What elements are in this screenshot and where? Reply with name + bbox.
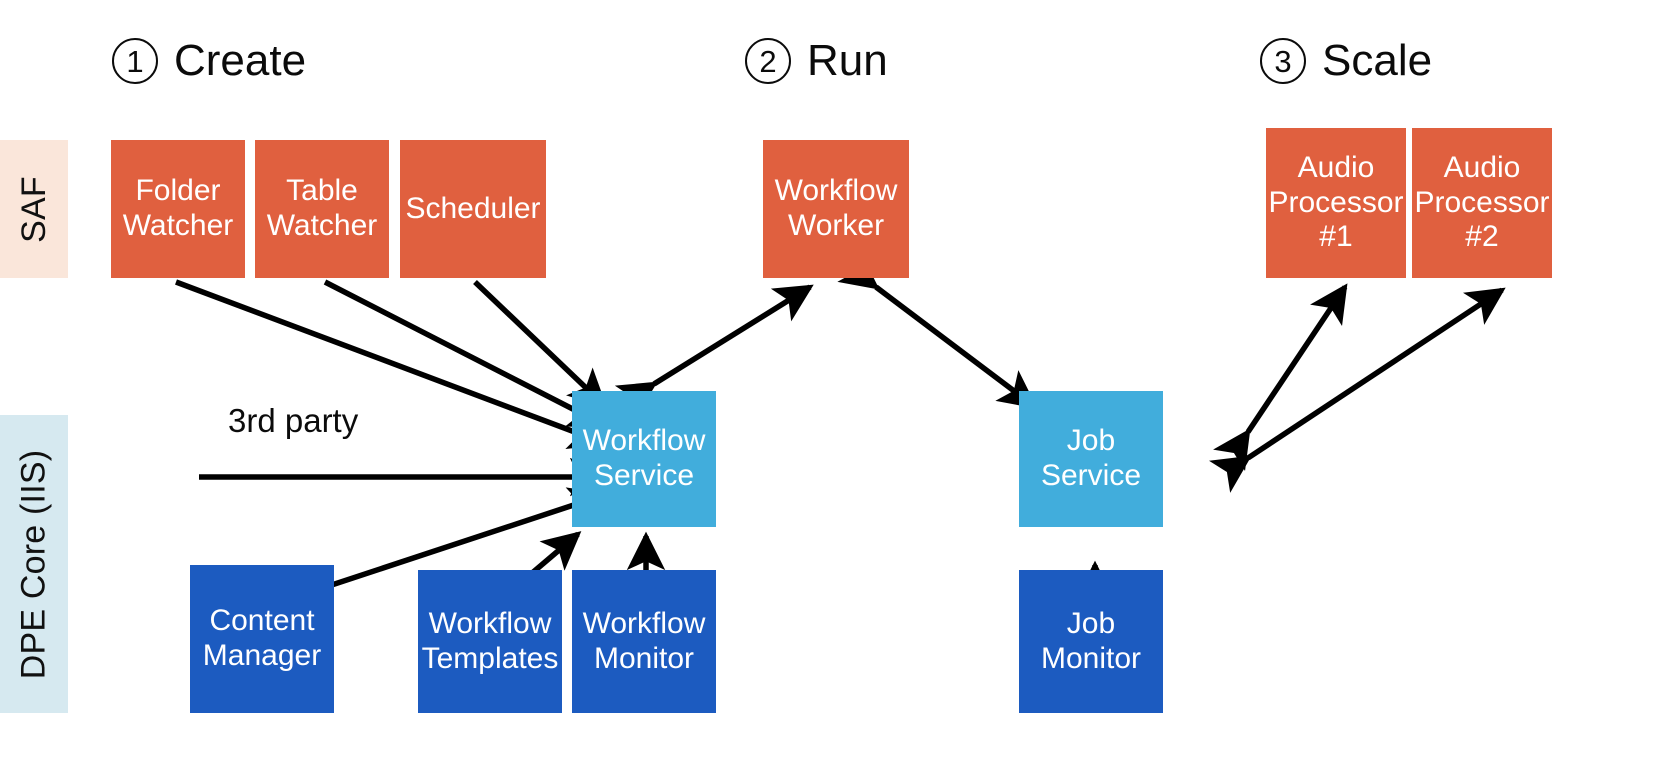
node-workflow-worker[interactable]: Workflow Worker <box>763 140 909 278</box>
stage-header-create: 1 Create <box>112 38 306 84</box>
node-job-monitor[interactable]: Job Monitor <box>1019 570 1163 713</box>
node-job-monitor-line2: Monitor <box>1040 641 1142 675</box>
swimlane-dpe-core: DPE Core (IIS) <box>0 415 68 713</box>
node-scheduler-line1: Scheduler <box>405 191 541 225</box>
arrow-scheduler-to-workflow-service <box>473 280 608 409</box>
node-scheduler[interactable]: Scheduler <box>400 140 546 278</box>
node-audio-processor-1-line3: #1 <box>1319 220 1353 254</box>
stage-header-run: 2 Run <box>745 38 888 84</box>
node-workflow-service-line2: Service <box>593 459 695 492</box>
stage-number-2: 2 <box>745 38 791 84</box>
arrow-job-service-to-audio-processor-2 <box>1208 287 1506 493</box>
node-audio-processor-2-line3: #2 <box>1465 220 1499 254</box>
node-workflow-service-line1: Workflow <box>582 424 706 458</box>
node-workflow-monitor-line2: Monitor <box>593 641 695 675</box>
node-content-manager-line1: Content <box>209 604 315 638</box>
node-folder-watcher-line1: Folder <box>135 174 221 208</box>
arrow-job-service-to-audio-processor-1 <box>1213 283 1348 472</box>
stage-label-create: Create <box>174 36 307 85</box>
arrow-table-watcher-to-workflow-service <box>323 279 608 428</box>
node-folder-watcher[interactable]: Folder Watcher <box>111 140 245 278</box>
node-workflow-monitor-line1: Workflow <box>582 606 706 640</box>
swimlane-saf: SAF <box>0 140 68 278</box>
node-content-manager[interactable]: Content Manager <box>190 565 334 713</box>
stage-label-run: Run <box>807 36 888 85</box>
third-party-label: 3rd party <box>228 402 359 439</box>
swimlane-dpe-core-label: DPE Core (IIS) <box>14 449 53 679</box>
node-workflow-templates-line1: Workflow <box>428 606 552 640</box>
node-table-watcher-line2: Watcher <box>266 209 378 242</box>
node-content-manager-line2: Manager <box>202 639 322 672</box>
stage-number-1: 1 <box>112 38 158 84</box>
node-workflow-worker-line2: Worker <box>787 209 885 242</box>
arrow-workflow-service-to-workflow-worker <box>614 284 814 419</box>
node-workflow-templates[interactable]: Workflow Templates <box>418 570 562 713</box>
node-audio-processor-2[interactable]: Audio Processor #2 <box>1412 128 1552 278</box>
node-job-service-line2: Service <box>1040 459 1142 492</box>
node-folder-watcher-line2: Watcher <box>122 209 234 242</box>
node-workflow-monitor[interactable]: Workflow Monitor <box>572 570 716 713</box>
node-workflow-service[interactable]: Workflow Service <box>572 391 716 527</box>
node-audio-processor-1[interactable]: Audio Processor #1 <box>1266 128 1406 278</box>
node-workflow-templates-line2: Templates <box>421 641 559 675</box>
node-job-monitor-line1: Job <box>1066 606 1116 640</box>
node-job-service[interactable]: Job Service <box>1019 391 1163 527</box>
node-workflow-worker-line1: Workflow <box>774 174 898 208</box>
node-audio-processor-2-line1: Audio <box>1443 150 1521 184</box>
stage-header-scale: 3 Scale <box>1260 38 1432 84</box>
node-audio-processor-2-line2: Processor <box>1414 185 1550 219</box>
node-audio-processor-1-line1: Audio <box>1297 150 1375 184</box>
swimlane-saf-label: SAF <box>14 175 53 243</box>
stage-label-scale: Scale <box>1322 36 1433 85</box>
node-table-watcher-line1: Table <box>286 174 358 208</box>
node-table-watcher[interactable]: Table Watcher <box>255 140 389 278</box>
node-audio-processor-1-line2: Processor <box>1268 185 1404 219</box>
arrow-workflow-worker-to-job-service <box>837 251 1038 409</box>
node-job-service-line1: Job <box>1066 424 1116 458</box>
stage-number-3: 3 <box>1260 38 1306 84</box>
